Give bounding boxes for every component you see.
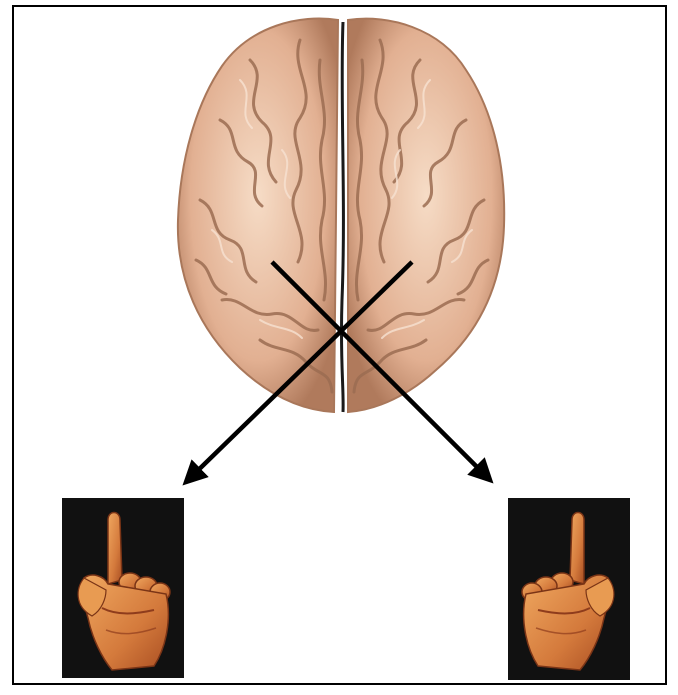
right-hand-panel — [508, 498, 630, 680]
left-hand-panel — [62, 498, 184, 678]
brain-top-view-icon — [178, 19, 504, 412]
